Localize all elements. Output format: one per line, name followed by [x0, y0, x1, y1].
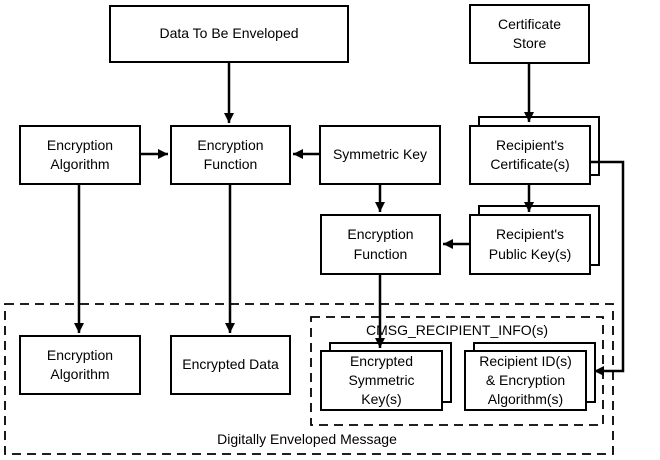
node-label: Symmetric Key: [332, 146, 428, 163]
node-label: Encryption Algorithm: [46, 136, 114, 172]
node-encryption-function-key: Encryption Function: [320, 214, 441, 275]
node-encrypted-symmetric-keys: Encrypted Symmetric Key(s): [320, 342, 452, 411]
node-label: Certificate Store: [497, 15, 562, 51]
node-label: Recipient's Certificate(s): [490, 136, 570, 172]
node-label: Encrypted Symmetric Key(s): [348, 352, 415, 408]
node-label: Encrypted Data: [182, 356, 279, 373]
node-label: Encryption Algorithm: [46, 346, 114, 382]
node-label: Encryption Function: [347, 226, 414, 262]
node-encrypted-data: Encrypted Data: [170, 335, 291, 395]
node-recipients-public-keys: Recipient's Public Key(s): [469, 205, 600, 275]
node-encryption-algorithm-output: Encryption Algorithm: [19, 335, 141, 395]
digitally-enveloped-message-label: Digitally Enveloped Message: [217, 431, 397, 447]
node-label: Recipient's Public Key(s): [488, 226, 572, 262]
node-recipients-certificates: Recipient's Certificate(s): [469, 116, 600, 185]
node-recipient-ids-algorithms: Recipient ID(s) & Encryption Algorithm(s…: [464, 342, 596, 411]
node-data-to-be-enveloped: Data To Be Enveloped: [109, 5, 349, 63]
node-label: Recipient ID(s) & Encryption Algorithm(s…: [479, 352, 572, 408]
node-certificate-store: Certificate Store: [469, 4, 590, 64]
node-label: Encryption Function: [197, 136, 264, 172]
arrow-certificates-to-recipient-ids: [589, 160, 625, 376]
cmsg-recipient-info-label: CMSG_RECIPIENT_INFO(s): [365, 322, 548, 338]
node-symmetric-key: Symmetric Key: [319, 125, 441, 185]
node-label: Data To Be Enveloped: [159, 25, 299, 42]
node-encryption-algorithm-input: Encryption Algorithm: [19, 125, 141, 185]
node-encryption-function-data: Encryption Function: [170, 125, 291, 185]
